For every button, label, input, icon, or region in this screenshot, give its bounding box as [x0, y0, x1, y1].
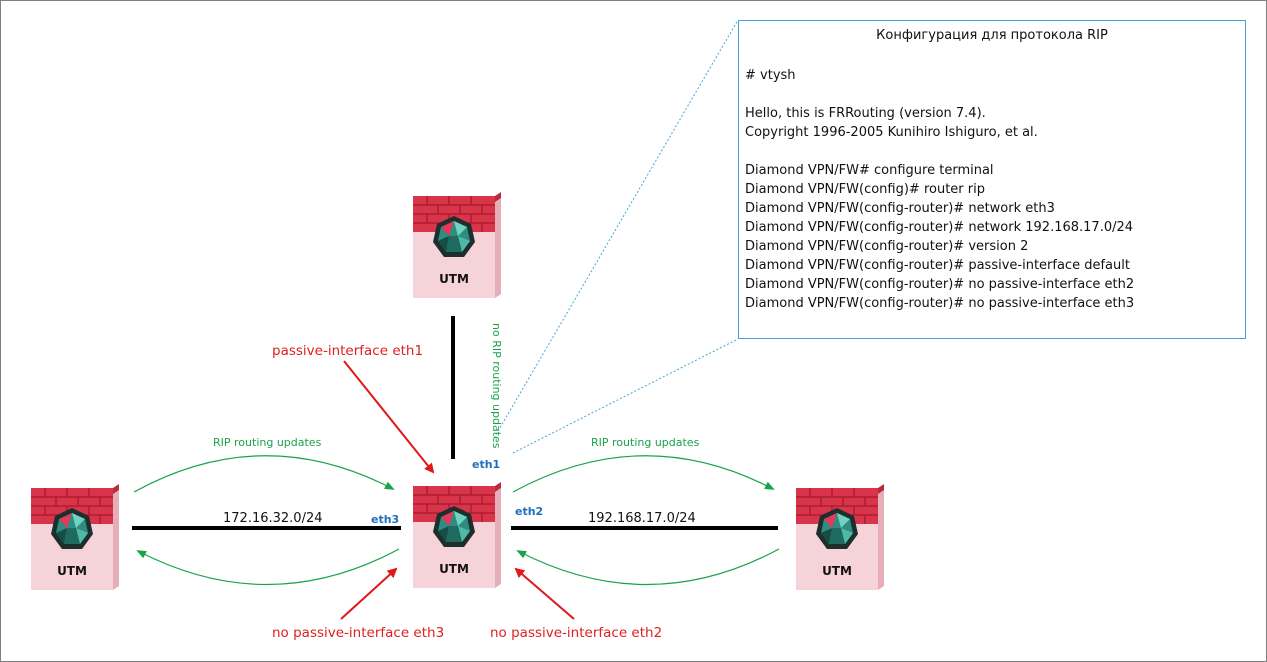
rip-arc-left-top [133, 455, 395, 493]
label-no-passive-eth2: no passive-interface eth2 [490, 625, 663, 641]
label-passive-eth1: passive-interface eth1 [272, 343, 424, 359]
config-line: Hello, this is FRRouting (version 7.4). [745, 106, 986, 121]
label-rip-updates-left: RIP routing updates [213, 436, 322, 449]
utm-device-top: UTM [412, 191, 502, 299]
device-label: UTM [57, 564, 87, 578]
label-network-left: 172.16.32.0/24 [223, 511, 323, 526]
device-label: UTM [822, 564, 852, 578]
config-line: # vtysh [745, 68, 796, 83]
utm-device-left: UTM [30, 483, 120, 591]
rip-arc-left-bottom [136, 548, 400, 586]
device-label: UTM [439, 272, 469, 286]
config-line: Diamond VPN/FW(config-router)# version 2 [745, 239, 1029, 254]
config-line: Copyright 1996-2005 Kunihiro Ishiguro, e… [745, 125, 1038, 140]
label-network-right: 192.168.17.0/24 [588, 511, 696, 526]
label-eth3: eth3 [371, 513, 400, 526]
label-rip-updates-right: RIP routing updates [591, 436, 700, 449]
config-line: Diamond VPN/FW(config)# router rip [745, 182, 985, 197]
label-eth2: eth2 [515, 505, 544, 518]
callout-line-top [493, 19, 739, 439]
config-line: Diamond VPN/FW# configure terminal [745, 163, 994, 178]
label-eth1: eth1 [472, 458, 501, 471]
label-no-passive-eth3: no passive-interface eth3 [272, 625, 445, 641]
red-arrow-eth3 [340, 567, 398, 620]
rip-config-box: Конфигурация для протокола RIP # vtysh H… [738, 20, 1246, 339]
config-line: Diamond VPN/FW(config-router)# passive-i… [745, 258, 1130, 273]
red-arrow-eth1 [343, 360, 435, 474]
rip-arc-right-top [512, 455, 775, 493]
rip-arc-right-bottom [516, 548, 780, 586]
utm-device-right: UTM [795, 483, 885, 591]
config-title: Конфигурация для протокола RIP [876, 28, 1108, 43]
red-arrow-eth2 [514, 567, 575, 620]
config-line: Diamond VPN/FW(config-router)# network e… [745, 201, 1055, 216]
utm-device-center: UTM [412, 481, 502, 589]
device-label: UTM [439, 562, 469, 576]
config-line: Diamond VPN/FW(config-router)# no passiv… [745, 277, 1135, 292]
config-line: Diamond VPN/FW(config-router)# network 1… [745, 220, 1134, 235]
label-no-rip-updates: no RIP routing updates [490, 323, 503, 449]
config-line: Diamond VPN/FW(config-router)# no passiv… [745, 296, 1135, 311]
